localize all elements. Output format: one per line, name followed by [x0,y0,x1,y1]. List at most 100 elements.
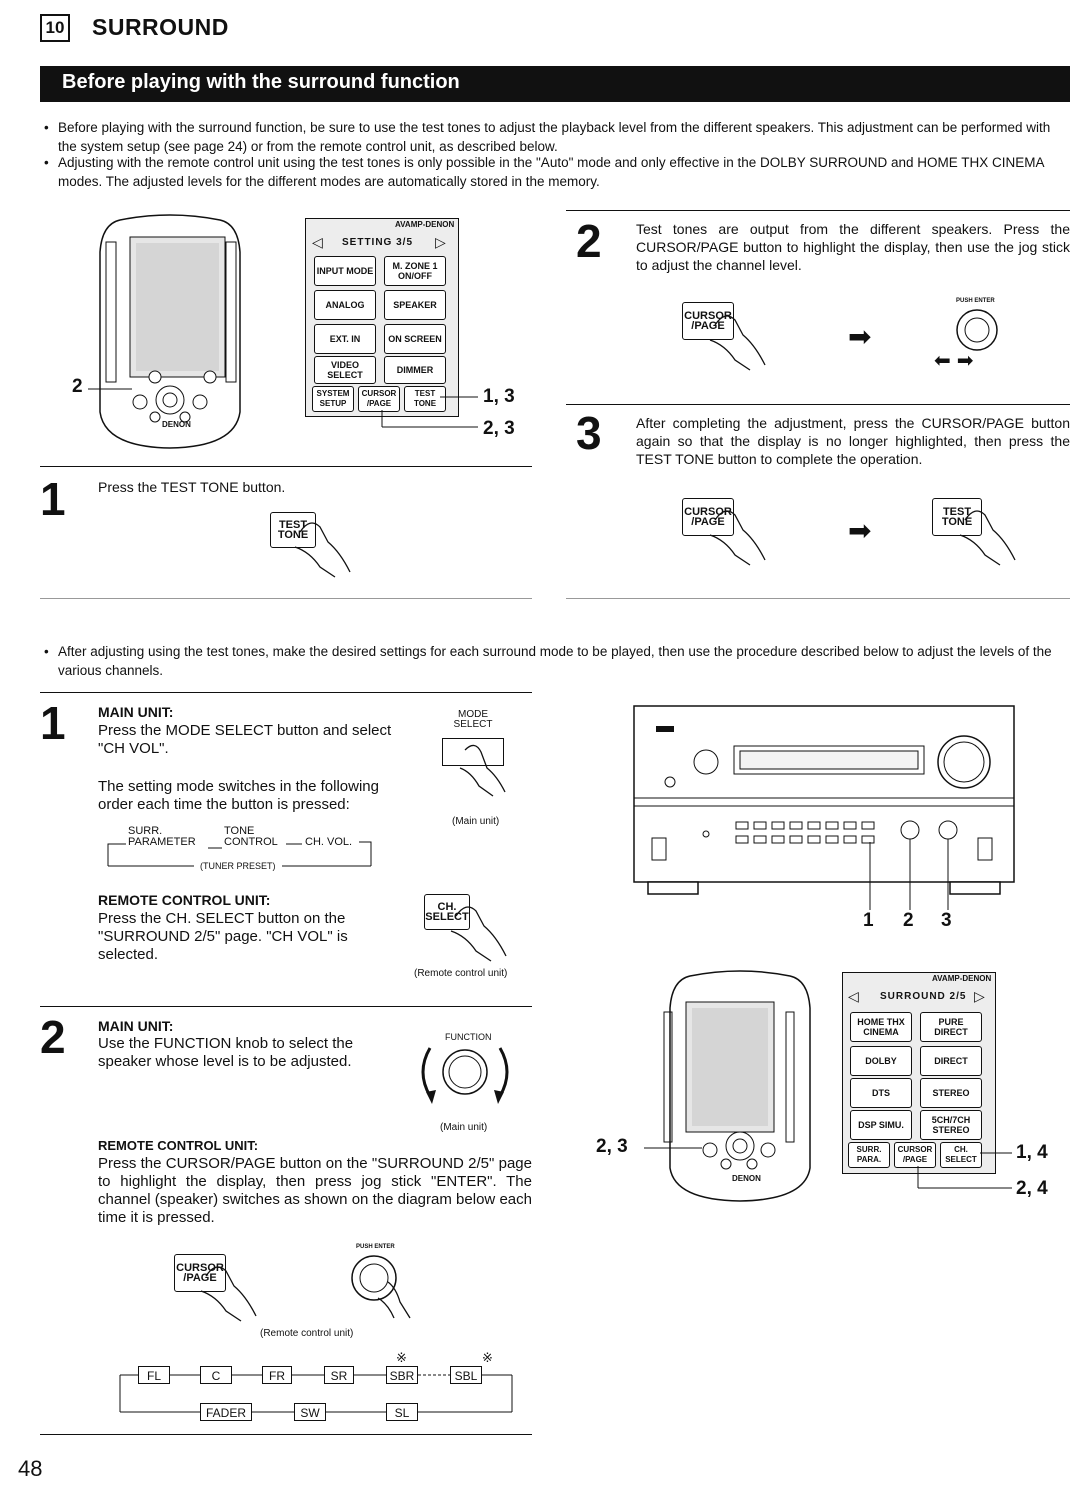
push-enter-label: PUSH ENTER [956,298,995,304]
test-tone-button-illustration[interactable]: TEST TONE [932,498,982,536]
cursor-page-button-illustration[interactable]: CURSOR /PAGE [174,1254,226,1292]
after-bullet-text: After adjusting using the test tones, ma… [58,644,1052,678]
flow-sbl: SBL [450,1366,482,1384]
main-unit-heading: MAIN UNIT: [98,704,174,720]
screen-page-title: SETTING 3/5 [342,237,414,248]
screen-page-title: SURROUND 2/5 [880,991,967,1002]
divider [566,598,1070,599]
arrow-right-icon[interactable]: ▷ [435,234,446,250]
screen-button-grid: HOME THX CINEMA PURE DIRECT DOLBY DIRECT… [848,1010,988,1168]
callout-label-1: 1 [863,910,874,931]
callout-lines-1 [381,396,478,428]
step1-remote-text: Press the CH. SELECT button on the "SURR… [98,910,348,963]
callout-label-1-4: 1, 4 [1016,1142,1048,1163]
divider [40,466,532,467]
remote-unit-caption: (Remote control unit) [414,968,508,979]
after-bullet: •After adjusting using the test tones, m… [44,642,1070,680]
function-knob-icon[interactable] [410,1038,520,1118]
test-step-3-text: After completing the adjustment, press t… [636,415,1070,467]
cursor-page-button[interactable]: CURSOR /PAGE [894,1142,936,1168]
divider [566,210,1070,211]
jog-stick-icon[interactable] [952,308,1002,358]
pure-direct-button[interactable]: PURE DIRECT [920,1012,982,1042]
step1-main-text: Press the MODE SELECT button and select … [98,722,392,757]
cursor-page-button-illustration[interactable]: CURSOR /PAGE [682,498,734,536]
arrow-right-icon: ➡ [848,515,872,546]
channel-flow-lines [119,1374,513,1413]
step-number: 2 [40,1011,66,1063]
flow-fr: FR [262,1366,292,1384]
remote-control-illustration-1 [88,214,241,449]
function-label: FUNCTION [445,1032,492,1042]
step1-order-text: The setting mode switches in the followi… [98,778,379,813]
5ch-7ch-stereo-button[interactable]: 5CH/7CH STEREO [920,1110,982,1140]
ext-in-button[interactable]: EXT. IN [314,324,376,354]
main-unit-caption: (Main unit) [440,1122,488,1133]
dsp-simu-button[interactable]: DSP SIMU. [850,1110,912,1140]
callout-label-2: 2 [72,376,83,397]
step2-main-text: Use the FUNCTION knob to select the spea… [98,1035,354,1070]
note-mark: ※ [396,1350,407,1365]
mode-select-button-illustration[interactable] [442,738,504,766]
chapter-number-box: 10 [40,14,70,42]
remote-unit-heading: REMOTE CONTROL UNIT: [98,892,271,908]
ch-select-button-illustration[interactable]: CH. SELECT [424,894,470,930]
main-unit-heading: MAIN UNIT: [98,1018,174,1034]
divider [40,1434,532,1435]
test-tone-button[interactable]: TEST TONE [404,386,446,412]
surr-para-button[interactable]: SURR. PARA. [848,1142,890,1168]
home-thx-cinema-button[interactable]: HOME THX CINEMA [850,1012,912,1042]
callout-lines-2 [917,1152,1012,1189]
bullet-dot: • [44,120,49,135]
hand-press-icon [294,522,351,578]
arrow-right-icon[interactable]: ▷ [974,988,985,1004]
test-tone-button-illustration[interactable]: TEST TONE [270,512,316,548]
screen-button-grid: INPUT MODE M. ZONE 1 ON/OFF ANALOG SPEAK… [312,254,450,412]
stereo-button[interactable]: STEREO [920,1078,982,1108]
speaker-button[interactable]: SPEAKER [384,290,446,320]
dolby-button[interactable]: DOLBY [850,1046,912,1076]
jog-stick-press-icon[interactable] [348,1252,428,1322]
system-setup-button[interactable]: SYSTEM SETUP [312,386,354,412]
divider [566,404,1070,405]
step-number: 1 [40,473,66,525]
push-enter-label: PUSH ENTER [356,1244,395,1250]
remote-brand-label: DENON [162,420,191,429]
main-unit-caption: (Main unit) [452,816,500,827]
step-number: 1 [40,697,66,749]
ch-select-button[interactable]: CH. SELECT [940,1142,982,1168]
hand-press-icon [959,510,1016,566]
hand-press-icon [709,315,766,371]
input-mode-button[interactable]: INPUT MODE [314,256,376,286]
flow-surr-parameter: SURR. PARAMETER [128,825,196,848]
callout-label-2: 2 [903,910,914,931]
hand-press-icon [200,1266,257,1322]
dts-button[interactable]: DTS [850,1078,912,1108]
callout-label-2-3: 2, 3 [483,418,515,439]
test-step-2-text: Test tones are output from the different… [636,221,1070,273]
cursor-page-button-illustration[interactable]: CURSOR /PAGE [682,302,734,340]
callout-label-3: 3 [941,910,952,931]
step-number: 3 [576,407,602,459]
screen-brand: AVAMP-DENON [932,974,992,983]
dimmer-button[interactable]: DIMMER [384,356,446,384]
test-step-1-text: Press the TEST TONE button. [98,479,286,495]
flow-sl: SL [386,1403,418,1421]
mode-flow-arrows [107,841,372,867]
arrow-left-icon[interactable]: ◁ [848,988,859,1004]
cursor-page-button[interactable]: CURSOR /PAGE [358,386,400,412]
zone-on-off-button[interactable]: M. ZONE 1 ON/OFF [384,256,446,286]
intro-bullet-1: • Before playing with the surround functi… [44,118,1070,156]
callout-label-2-4: 2, 4 [1016,1178,1048,1199]
divider [40,692,532,693]
arrow-left-icon[interactable]: ◁ [312,234,323,250]
on-screen-button[interactable]: ON SCREEN [384,324,446,354]
analog-button[interactable]: ANALOG [314,290,376,320]
hand-press-icon [459,744,506,797]
page-number: 48 [18,1456,43,1481]
flow-c: C [200,1366,232,1384]
video-select-button[interactable]: VIDEO SELECT [314,356,376,384]
section-banner [40,66,1070,102]
intro-bullet-1-text: Before playing with the surround functio… [58,120,1051,154]
direct-button[interactable]: DIRECT [920,1046,982,1076]
